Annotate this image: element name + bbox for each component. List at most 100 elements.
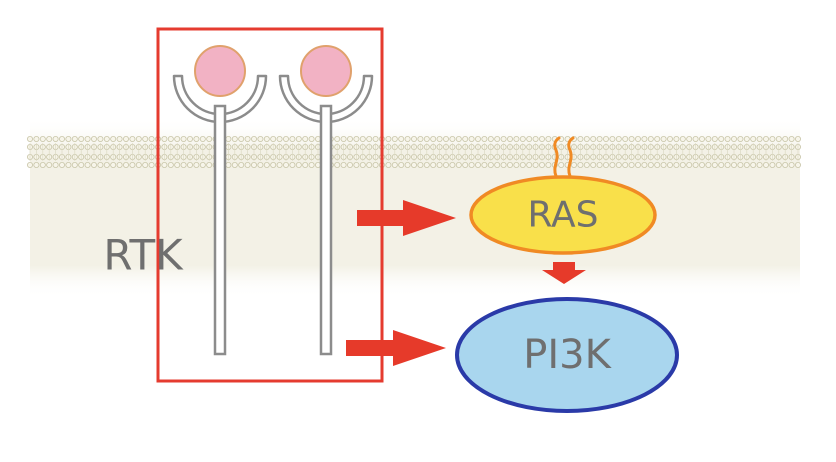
lipid-bead bbox=[795, 135, 802, 142]
lipid-bead bbox=[628, 135, 635, 142]
lipid-bead bbox=[250, 161, 257, 168]
rtk-label: RTK bbox=[103, 230, 183, 280]
lipid-bead bbox=[59, 161, 66, 168]
ras-anchor-left bbox=[553, 136, 561, 178]
lipid-bead bbox=[238, 161, 245, 168]
lipid-bead bbox=[263, 161, 270, 168]
lipid-bead bbox=[244, 161, 251, 168]
lipid-bead bbox=[91, 161, 98, 168]
lipid-bead bbox=[225, 161, 232, 168]
lipid-bead bbox=[436, 135, 443, 142]
lipid-bead bbox=[52, 135, 59, 142]
lipid-bead bbox=[129, 135, 136, 142]
lipid-bead bbox=[26, 161, 33, 168]
lipid-bead bbox=[225, 135, 232, 142]
ligand-left bbox=[194, 45, 246, 97]
lipid-bead bbox=[487, 161, 494, 168]
lipid-bead bbox=[513, 135, 520, 142]
lipid-bead bbox=[103, 161, 110, 168]
lipid-bead bbox=[366, 135, 373, 142]
lipid-bead bbox=[756, 135, 763, 142]
lipid-bead bbox=[148, 161, 155, 168]
lipid-bead bbox=[174, 135, 181, 142]
lipid-bead bbox=[603, 161, 610, 168]
receptor-right bbox=[278, 45, 374, 356]
lipid-bead bbox=[622, 161, 629, 168]
lipid-bead bbox=[78, 161, 85, 168]
lipid-bead bbox=[635, 135, 642, 142]
lipid-bead bbox=[71, 135, 78, 142]
lipid-bead bbox=[46, 135, 53, 142]
lipid-bead bbox=[532, 135, 539, 142]
lipid-bead bbox=[782, 135, 789, 142]
lipid-bead bbox=[500, 161, 507, 168]
lipid-bead bbox=[186, 161, 193, 168]
lipid-bead bbox=[455, 161, 462, 168]
lipid-bead bbox=[474, 161, 481, 168]
lipid-bead bbox=[731, 161, 738, 168]
ligand-right bbox=[300, 45, 352, 97]
lipid-bead bbox=[526, 161, 533, 168]
lipid-bead bbox=[705, 161, 712, 168]
lipid-bead bbox=[679, 135, 686, 142]
lipid-bead bbox=[526, 135, 533, 142]
lipid-bead bbox=[231, 161, 238, 168]
lipid-bead bbox=[148, 135, 155, 142]
receptor-left bbox=[172, 45, 268, 356]
lipid-bead bbox=[609, 161, 616, 168]
lipid-bead bbox=[679, 161, 686, 168]
arrow-rtk-to-ras bbox=[357, 200, 456, 236]
lipid-bead bbox=[116, 135, 123, 142]
lipid-bead bbox=[756, 161, 763, 168]
lipid-bead bbox=[65, 135, 72, 142]
lipid-bead bbox=[788, 135, 795, 142]
lipid-bead bbox=[615, 135, 622, 142]
lipid-bead bbox=[372, 135, 379, 142]
lipid-bead bbox=[699, 161, 706, 168]
lipid-bead bbox=[577, 161, 584, 168]
lipid-bead bbox=[123, 161, 130, 168]
lipid-bead bbox=[270, 135, 277, 142]
lipid-bead bbox=[282, 161, 289, 168]
lipid-bead bbox=[494, 135, 501, 142]
rtk-box bbox=[156, 27, 384, 383]
lipid-bead bbox=[711, 135, 718, 142]
lipid-bead bbox=[270, 161, 277, 168]
lipid-bead bbox=[750, 161, 757, 168]
lipid-bead bbox=[84, 161, 91, 168]
lipid-bead bbox=[250, 135, 257, 142]
lipid-bead bbox=[186, 135, 193, 142]
lipid-bead bbox=[417, 161, 424, 168]
lipid-bead bbox=[59, 135, 66, 142]
lipid-bead bbox=[366, 161, 373, 168]
lipid-bead bbox=[743, 135, 750, 142]
lipid-bead bbox=[180, 135, 187, 142]
lipid-bead bbox=[603, 135, 610, 142]
lipid-bead bbox=[417, 135, 424, 142]
lipid-bead bbox=[711, 161, 718, 168]
lipid-bead bbox=[167, 135, 174, 142]
lipid-bead bbox=[52, 161, 59, 168]
lipid-bead bbox=[123, 135, 130, 142]
lipid-bead bbox=[26, 135, 33, 142]
lipid-bead bbox=[795, 161, 802, 168]
arrow-rtk-to-pi3k bbox=[346, 330, 446, 366]
lipid-bead bbox=[577, 135, 584, 142]
lipid-bead bbox=[660, 135, 667, 142]
lipid-bead bbox=[718, 135, 725, 142]
lipid-bead bbox=[282, 135, 289, 142]
lipid-bead bbox=[647, 135, 654, 142]
lipid-bead bbox=[430, 135, 437, 142]
lipid-bead bbox=[206, 135, 213, 142]
lipid-bead bbox=[609, 135, 616, 142]
lipid-bead bbox=[596, 135, 603, 142]
lipid-bead bbox=[673, 161, 680, 168]
lipid-bead bbox=[39, 135, 46, 142]
lipid-bead bbox=[763, 135, 770, 142]
lipid-bead bbox=[142, 161, 149, 168]
lipid-bead bbox=[116, 161, 123, 168]
lipid-bead bbox=[519, 135, 526, 142]
lipid-bead bbox=[743, 161, 750, 168]
lipid-bead bbox=[481, 161, 488, 168]
